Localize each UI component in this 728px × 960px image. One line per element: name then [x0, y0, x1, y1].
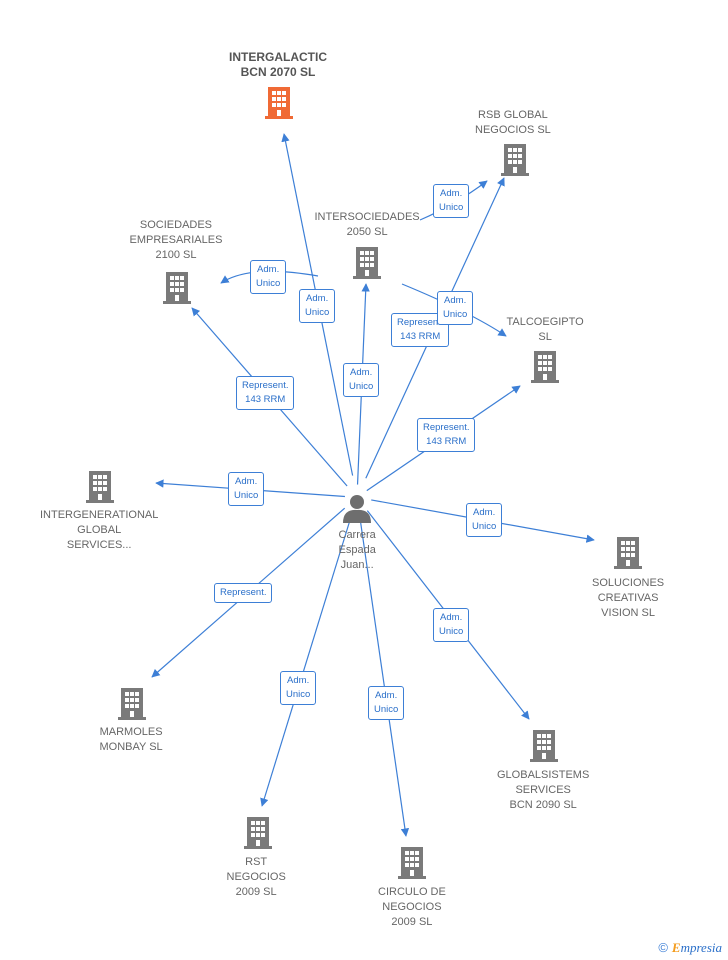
copyright-icon: ©: [658, 940, 668, 955]
edge-label-marmoles[interactable]: Represent.: [214, 583, 273, 603]
edge-label-talcoegipto[interactable]: Represent. 143 RRM: [417, 418, 476, 452]
edge-label-intersociedades-talcoegipto[interactable]: Adm. Unico: [437, 291, 474, 325]
person-icon[interactable]: [343, 495, 371, 523]
building-icon[interactable]: [118, 688, 146, 720]
company-label-intergenerational[interactable]: INTERGENERATIONAL GLOBAL SERVICES...: [40, 509, 159, 551]
company-label-soluciones[interactable]: SOLUCIONES CREATIVAS VISION SL: [592, 577, 665, 619]
edge-label-intergenerational[interactable]: Adm. Unico: [228, 472, 265, 506]
company-label-marmoles[interactable]: MARMOLES MONBAY SL: [99, 726, 163, 753]
edge-label-circulo[interactable]: Adm. Unico: [368, 686, 405, 720]
company-label-sociedades[interactable]: SOCIEDADES EMPRESARIALES 2100 SL: [129, 219, 223, 261]
company-label-globalsistems[interactable]: GLOBALSISTEMS SERVICES BCN 2090 SL: [497, 769, 590, 811]
edge-circulo: [359, 517, 410, 837]
brand-initial: E: [671, 940, 681, 955]
company-label-talcoegipto[interactable]: TALCOEGIPTO SL: [506, 316, 584, 343]
brand-footer: ©Empresia: [658, 940, 722, 956]
building-icon[interactable]: [398, 847, 426, 879]
company-label-intersociedades[interactable]: INTERSOCIEDADES 2050 SL: [314, 211, 420, 238]
building-icon[interactable]: [614, 537, 642, 569]
icons-layer: [86, 87, 642, 879]
edge-label-intersociedades-rsb[interactable]: Adm. Unico: [433, 184, 470, 218]
company-label-rsb[interactable]: RSB GLOBAL NEGOCIOS SL: [475, 109, 551, 136]
company-label-intergalactic[interactable]: INTERGALACTIC BCN 2070 SL: [229, 50, 327, 79]
edge-rst: [260, 515, 352, 807]
building-icon[interactable]: [501, 144, 529, 176]
edge-label-intergalactic[interactable]: Adm. Unico: [299, 289, 336, 323]
edge-label-intersociedades-sociedades[interactable]: Adm. Unico: [250, 260, 287, 294]
building-icon[interactable]: [530, 730, 558, 762]
building-icon[interactable]: [163, 272, 191, 304]
person-label[interactable]: Carrera Espada Juan...: [338, 529, 376, 571]
company-label-rst[interactable]: RST NEGOCIOS 2009 SL: [226, 856, 286, 898]
building-icon[interactable]: [86, 471, 114, 503]
building-icon[interactable]: [265, 87, 293, 119]
edge-label-globalsistems[interactable]: Adm. Unico: [433, 608, 470, 642]
building-icon[interactable]: [531, 351, 559, 383]
company-label-circulo[interactable]: CIRCULO DE NEGOCIOS 2009 SL: [378, 886, 446, 928]
edge-label-sociedades[interactable]: Represent. 143 RRM: [236, 376, 295, 410]
edge-label-soluciones[interactable]: Adm. Unico: [466, 503, 503, 537]
building-icon[interactable]: [353, 247, 381, 279]
edge-label-rst[interactable]: Adm. Unico: [280, 671, 317, 705]
brand-name: mpresia: [680, 940, 722, 955]
building-icon[interactable]: [244, 817, 272, 849]
edge-label-intersociedades[interactable]: Adm. Unico: [343, 363, 380, 397]
